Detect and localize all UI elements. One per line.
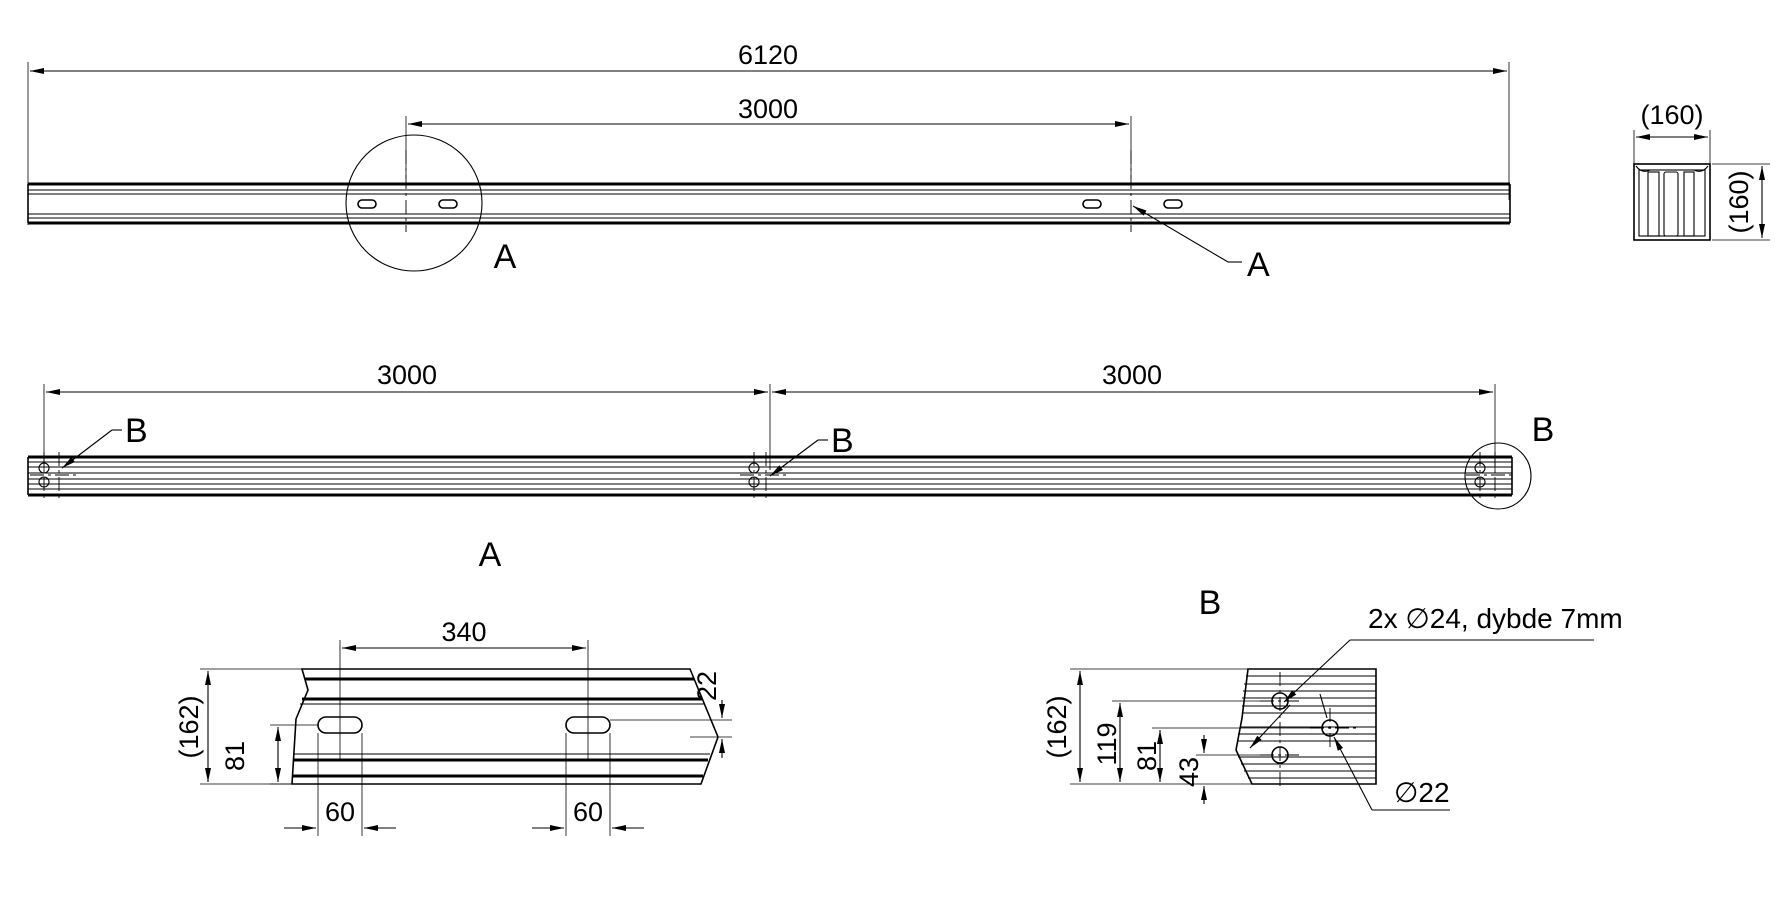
hole-note-label: 2x ∅24, dybde 7mm [1368,603,1623,634]
side-view: 3000 3000 [27,360,1555,510]
slot-width-left-label: 60 [325,797,355,827]
dimension-hole-spacing: 3000 [405,94,1132,178]
dim-81-b-label: 81 [1132,741,1162,771]
dimension-segment-right: 3000 [772,360,1496,470]
dim-119-label: 119 [1092,722,1122,765]
slot-height-label: 81 [220,741,250,771]
detail-b-profile [1235,668,1377,790]
hole-spacing-label: 3000 [738,94,798,124]
leader-b-mid-label: B [831,422,854,460]
dimension-43: 43 [1174,735,1272,804]
rail-top-slots [357,150,1183,232]
overall-length-label: 6120 [738,40,798,70]
dimension-chamfer: 22 [610,671,732,758]
dimension-slot-width-left: 60 [284,733,396,836]
dimension-81-b: 81 [1132,727,1322,782]
segment-right-label: 3000 [1102,360,1162,390]
section-width-label: (160) [1640,100,1703,130]
dimension-overall-length: 6120 [27,40,1510,225]
dimension-slot-spacing: 340 [339,617,589,760]
dimension-segment-left: 3000 [43,360,771,470]
height-162-a-label: (162) [174,695,204,758]
detail-b-marker: B [1532,411,1555,449]
slot-width-right-label: 60 [573,797,603,827]
dimension-119: 119 [1092,700,1272,782]
hole-diameter-label: ∅22 [1394,777,1450,808]
detail-b-circle [1464,442,1532,510]
leader-b-left-label: B [125,412,148,450]
leader-b-mid: B [769,422,854,477]
chamfer-label: 22 [692,671,722,701]
section-profile [1633,163,1711,241]
leader-b-left: B [61,412,148,469]
leader-a-label: A [1247,246,1270,284]
dimension-slot-width-right: 60 [532,733,644,836]
detail-a-circle [345,134,483,272]
detail-a-marker: A [494,238,517,276]
height-162-b-label: (162) [1042,695,1072,758]
detail-a-title: A [479,536,502,574]
detail-b: B 2x ∅24, dybde 7mm [1042,584,1623,811]
slot-spacing-label: 340 [441,617,486,647]
dim-43-label: 43 [1174,757,1204,787]
section-view: (160) (160) [1633,100,1770,241]
rail-side-holes [30,452,1516,500]
leader-a: A [1132,205,1270,284]
dimension-height-162-a: (162) [174,668,302,785]
rail-top-body [27,182,1511,225]
dimension-slot-height: 81 [220,724,318,785]
detail-b-title: B [1199,584,1222,622]
detail-a: A 340 (162) 81 [174,536,732,836]
section-height-label: (160) [1724,170,1754,233]
segment-left-label: 3000 [377,360,437,390]
detail-a-profile [291,668,719,785]
top-view: 6120 3000 A [27,40,1511,284]
hole-diameter-note: ∅22 [1319,693,1450,811]
dimension-height-162-b: (162) [1042,668,1252,785]
